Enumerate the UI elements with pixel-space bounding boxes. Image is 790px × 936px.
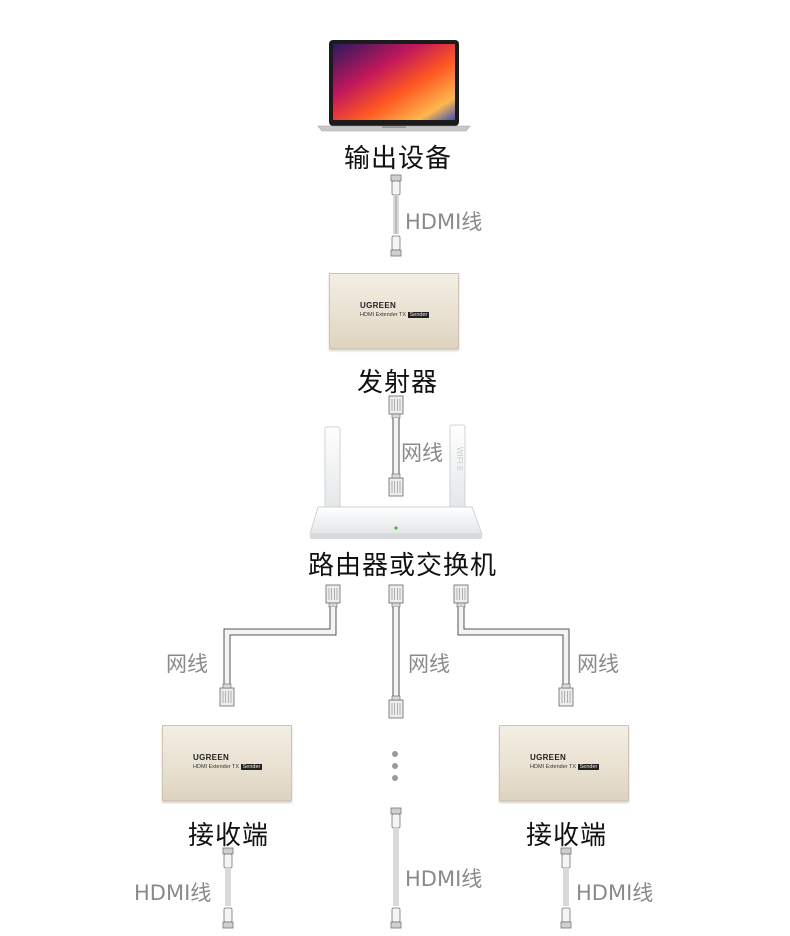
receiver-label-left: 接收端 [188,821,270,851]
hdmi-cable-top-label: HDMI线 [405,210,483,234]
ethernet-cable-left-label: 网线 [166,652,208,676]
ethernet-cable-right [453,584,574,707]
transmitter-label: 发射器 [357,368,439,398]
receiver-model: HDMI Extender TX Sender [193,764,263,770]
ethernet-cable-top-label: 网线 [401,441,443,465]
ethernet-cable-right-label: 网线 [577,652,619,676]
switch-label: 路由器或交换机 [308,551,498,581]
source-device-label: 输出设备 [344,144,453,174]
ethernet-cable-center-label: 网线 [408,652,450,676]
laptop-icon [317,40,471,132]
router-antenna-text: WIFI 6 [455,447,464,471]
receiver-brand: UGREEN [193,753,230,762]
router-icon: WIFI 6 [309,424,483,539]
receiver-brand: UGREEN [530,753,567,762]
ethernet-cable-center [388,584,404,719]
hdmi-cable-center [390,807,402,929]
receiver-model: HDMI Extender TX Sender [530,764,600,770]
receiver-device-left: UGREEN HDMI Extender TX Sender [162,725,292,801]
hdmi-cable-left-label: HDMI线 [134,881,212,905]
hdmi-cable-left [222,847,234,929]
transmitter-device: UGREEN HDMI Extender TX Sender [329,273,459,349]
receiver-device-right: UGREEN HDMI Extender TX Sender [499,725,629,801]
hdmi-cable-center-label: HDMI线 [405,867,483,891]
transmitter-model: HDMI Extender TX Sender [360,312,430,318]
more-receivers-ellipsis [392,751,399,787]
hdmi-cable-top [390,174,402,257]
ethernet-cable-top [388,395,404,497]
transmitter-brand: UGREEN [360,301,397,310]
hdmi-cable-right [560,847,572,929]
receiver-label-right: 接收端 [526,821,608,851]
hdmi-cable-right-label: HDMI线 [576,881,654,905]
ethernet-cable-left [219,584,341,707]
